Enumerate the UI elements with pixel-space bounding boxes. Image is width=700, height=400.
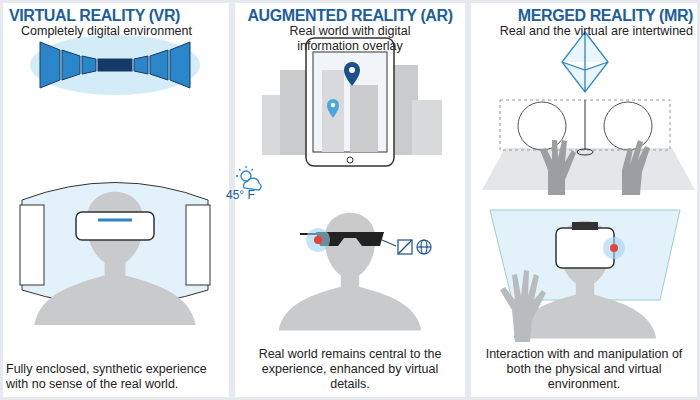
reality-panel: VIRTUAL REALITY (VR)Completely digital e… xyxy=(3,0,229,400)
panel-caption: Real world remains central to the experi… xyxy=(255,347,445,392)
panel-title: AUGMENTED REALITY (AR) xyxy=(239,6,461,25)
panel-title: MERGED REALITY (MR) xyxy=(475,6,693,25)
panel-subtitle: Completely digital environment xyxy=(21,24,221,39)
panel-subtitle: Real world with digital information over… xyxy=(260,24,440,54)
mr-head xyxy=(490,210,680,342)
mr-object xyxy=(482,32,695,195)
panel-subtitle: Real and the virtual are intertwined xyxy=(477,24,693,39)
panel-caption: Interaction with and manipulation of bot… xyxy=(485,347,683,392)
ar-head xyxy=(279,213,422,331)
reality-panel: MERGED REALITY (MR)Real and the virtual … xyxy=(471,0,697,400)
temperature-label: 45° F xyxy=(226,188,255,202)
reality-panel: AUGMENTED REALITY (AR)Real world with di… xyxy=(235,0,465,400)
panel-title: VIRTUAL REALITY (VR) xyxy=(9,6,223,25)
weather-icon xyxy=(236,166,261,190)
vr-head xyxy=(20,183,210,326)
ar-icons xyxy=(382,240,431,254)
vr-tunnel xyxy=(30,35,200,95)
ar-phone xyxy=(262,38,442,166)
panel-caption: Fully enclosed, synthetic experience wit… xyxy=(6,362,226,392)
panel-grounds xyxy=(3,3,697,397)
